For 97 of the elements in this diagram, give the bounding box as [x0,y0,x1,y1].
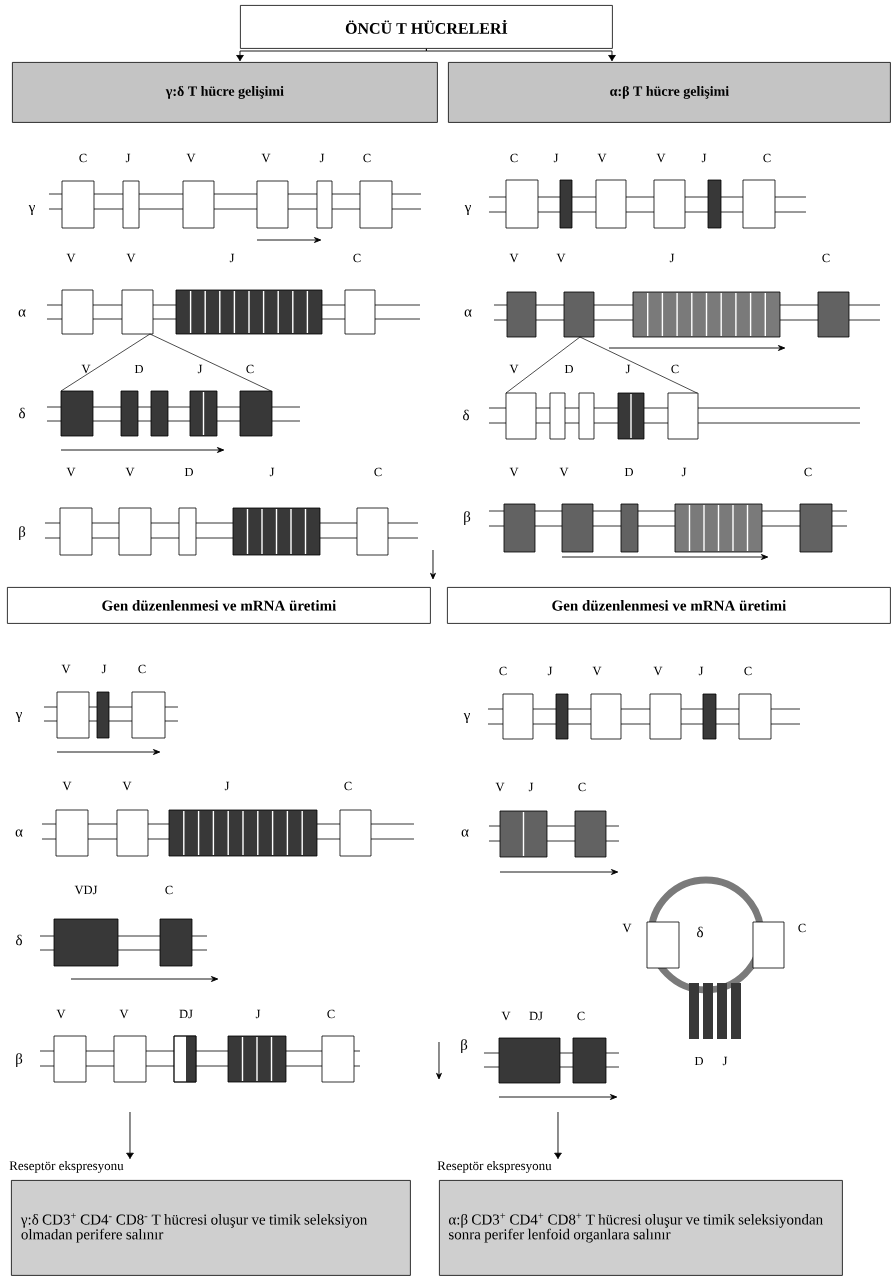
segment-label: V [261,153,271,163]
arrow [236,48,427,62]
locus-label: β [464,511,471,525]
segment-label: J [528,782,534,792]
segment-label: V [186,153,196,163]
locus-label: δ [463,409,469,421]
segment-label: J [701,153,707,163]
segment-label: C [363,153,371,163]
segment-label: J [224,781,230,791]
section-header: α:β T hücre gelişimi [448,62,891,123]
locus-label: β [461,1039,468,1053]
segment-label: C [577,1011,585,1021]
arrow [126,1111,134,1160]
segment-label: V [61,664,71,674]
segment-label: J [625,364,631,374]
segment-label: J [553,153,559,163]
locus-label: δ [697,926,703,938]
segment-label: V [592,666,602,676]
segment-label: C [671,364,679,374]
locus-label: γ [28,204,35,216]
segment-label: C [822,253,830,263]
segment-label: V [125,467,135,477]
locus-label: β [19,526,26,540]
segment-label: J [197,364,203,374]
segment-label: C [763,153,771,163]
segment-label: J [698,666,704,676]
arrow [425,48,616,62]
locus-label: α [15,829,23,837]
segment-label: C [138,664,146,674]
segment-label: C [510,153,518,163]
segment-label: J [101,664,107,674]
segment-label: V [66,253,76,263]
segment-label: C [804,467,812,477]
locus-label: α [461,829,469,837]
locus-label: γ [463,712,470,724]
segment-label: V [66,467,76,477]
segment-label: J [547,666,553,676]
segment-label: V [122,781,132,791]
segment-label: D [134,364,143,374]
segment-label: D [624,467,633,477]
segment-label: VDJ [74,885,98,895]
locus-label: δ [16,934,22,946]
step-box: Gen düzenlenmesi ve mRNA üretimi [7,587,431,624]
segment-label: V [56,1009,66,1019]
segment-label: V [653,666,663,676]
segment-label: J [722,1056,728,1066]
segment-label: C [327,1009,335,1019]
segment-label: V [81,364,91,374]
segment-label: V [119,1009,129,1019]
segment-label: C [79,153,87,163]
locus-label: α [464,309,472,317]
title-box: ÖNCÜ T HÜCRELERİ [240,5,613,49]
segment-label: D [564,364,573,374]
outcome-box: α:β CD3$^{+}$ CD4$^{+}$ CD8$^{+}$ T hücresi oluşur ve timik seleksiyondan sonra perifer lenfoid organlara salınır [439,1180,843,1276]
locus-label: α [18,309,26,317]
node-label: Reseptör ekspresyonu [9,1161,124,1173]
section-header: γ:δ T hücre gelişimi [12,62,438,123]
segment-label: C [499,666,507,676]
segment-label: V [509,467,519,477]
segment-label: C [344,781,352,791]
segment-label: D [184,467,193,477]
node-label: Reseptör ekspresyonu [437,1161,552,1173]
segment-label: V [509,253,519,263]
segment-label: D [694,1056,703,1066]
segment-label: J [255,1009,261,1019]
arrow [554,1111,562,1160]
segment-label: V [556,253,566,263]
segment-label: V [559,467,569,477]
segment-label: C [744,666,752,676]
segment-label: V [656,153,666,163]
segment-label: C [246,364,254,374]
locus-label: β [16,1053,23,1067]
segment-label: C [374,467,382,477]
segment-label: J [269,467,275,477]
segment-label: V [509,364,519,374]
segment-label: V [622,923,632,933]
segment-label: V [501,1011,511,1021]
segment-label: J [681,467,687,477]
segment-label: J [669,253,675,263]
segment-label: C [578,782,586,792]
segment-label: C [798,923,806,933]
segment-label: DJ [179,1009,193,1019]
segment-label: DJ [529,1011,543,1021]
segment-label: V [597,153,607,163]
segment-label: C [165,885,173,895]
locus-label: δ [19,407,25,419]
segment-label: J [229,253,235,263]
segment-label: C [353,253,361,263]
segment-label: J [319,153,325,163]
segment-label: J [125,153,131,163]
segment-label: V [495,782,505,792]
locus-label: γ [464,204,471,216]
segment-label: V [126,253,136,263]
step-box: Gen düzenlenmesi ve mRNA üretimi [447,587,891,624]
segment-label: V [62,781,72,791]
outcome-box: γ:δ CD3$^{+}$ CD4$^{-}$ CD8$^{-}$ T hücresi oluşur ve timik seleksiyon olmadan perifere salınır [11,1180,411,1276]
locus-label: γ [15,711,22,723]
